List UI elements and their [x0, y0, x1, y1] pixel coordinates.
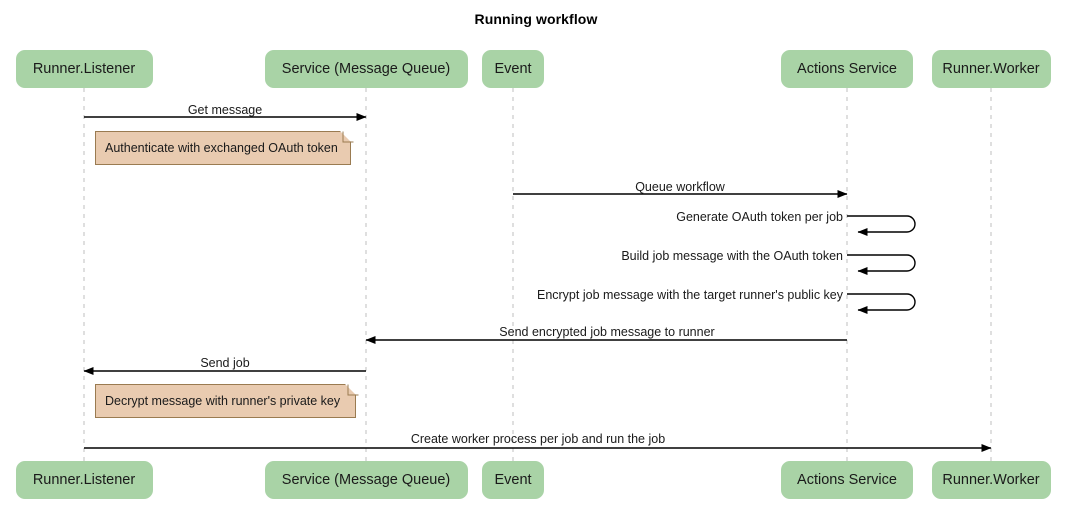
participant-service-message-queue-top[interactable]: Service (Message Queue) [264, 50, 468, 88]
participant-event-bottom[interactable]: Event [482, 461, 544, 499]
participant-runner-worker-top[interactable]: Runner.Worker [931, 50, 1051, 88]
participant-label: Actions Service [797, 61, 897, 77]
participant-label: Actions Service [797, 472, 897, 488]
message-label-send-encrypted-job-message: Send encrypted job message to runner [499, 325, 715, 339]
self-call-path-encrypt-job-message [847, 293, 916, 314]
participant-runner-listener-top[interactable]: Runner.Listener [15, 50, 153, 88]
message-label-send-job: Send job [200, 356, 250, 370]
participant-label: Service (Message Queue) [281, 472, 451, 488]
participant-label: Runner.Worker [942, 61, 1040, 77]
participant-label: Event [494, 61, 532, 77]
note-authenticate-note: Authenticate with exchanged OAuth token [95, 131, 354, 165]
self-call-path-generate-oauth-token-per-job [847, 215, 916, 236]
participant-runner-worker-bottom[interactable]: Runner.Worker [931, 461, 1051, 499]
participant-actions-service-bottom[interactable]: Actions Service [781, 461, 913, 499]
participant-label: Runner.Listener [32, 61, 136, 77]
message-label-queue-workflow: Queue workflow [635, 180, 725, 194]
message-label-build-job-message: Build job message with the OAuth token [621, 249, 843, 263]
note-fold-corner-icon [340, 131, 351, 142]
message-label-generate-oauth-token-per-job: Generate OAuth token per job [676, 210, 843, 224]
participant-label: Runner.Worker [942, 472, 1040, 488]
self-call-path-build-job-message [847, 254, 916, 275]
message-label-create-worker-process: Create worker process per job and run th… [410, 432, 666, 446]
participant-event-top[interactable]: Event [482, 50, 544, 88]
participant-runner-listener-bottom[interactable]: Runner.Listener [15, 461, 153, 499]
participant-label: Runner.Listener [32, 472, 136, 488]
message-label-get-message: Get message [187, 103, 263, 117]
note-text: Authenticate with exchanged OAuth token [105, 141, 338, 155]
message-arrows [83, 113, 992, 452]
message-label-encrypt-job-message: Encrypt job message with the target runn… [536, 288, 843, 302]
note-text: Decrypt message with runner's private ke… [105, 394, 341, 408]
page-title: Running workflow [474, 11, 598, 27]
participant-label: Service (Message Queue) [281, 61, 451, 77]
note-decrypt-note: Decrypt message with runner's private ke… [95, 384, 359, 418]
participant-service-message-queue-bottom[interactable]: Service (Message Queue) [264, 461, 468, 499]
note-fold-corner-icon [345, 384, 356, 395]
participant-actions-service-top[interactable]: Actions Service [781, 50, 913, 88]
participant-label: Event [494, 472, 532, 488]
